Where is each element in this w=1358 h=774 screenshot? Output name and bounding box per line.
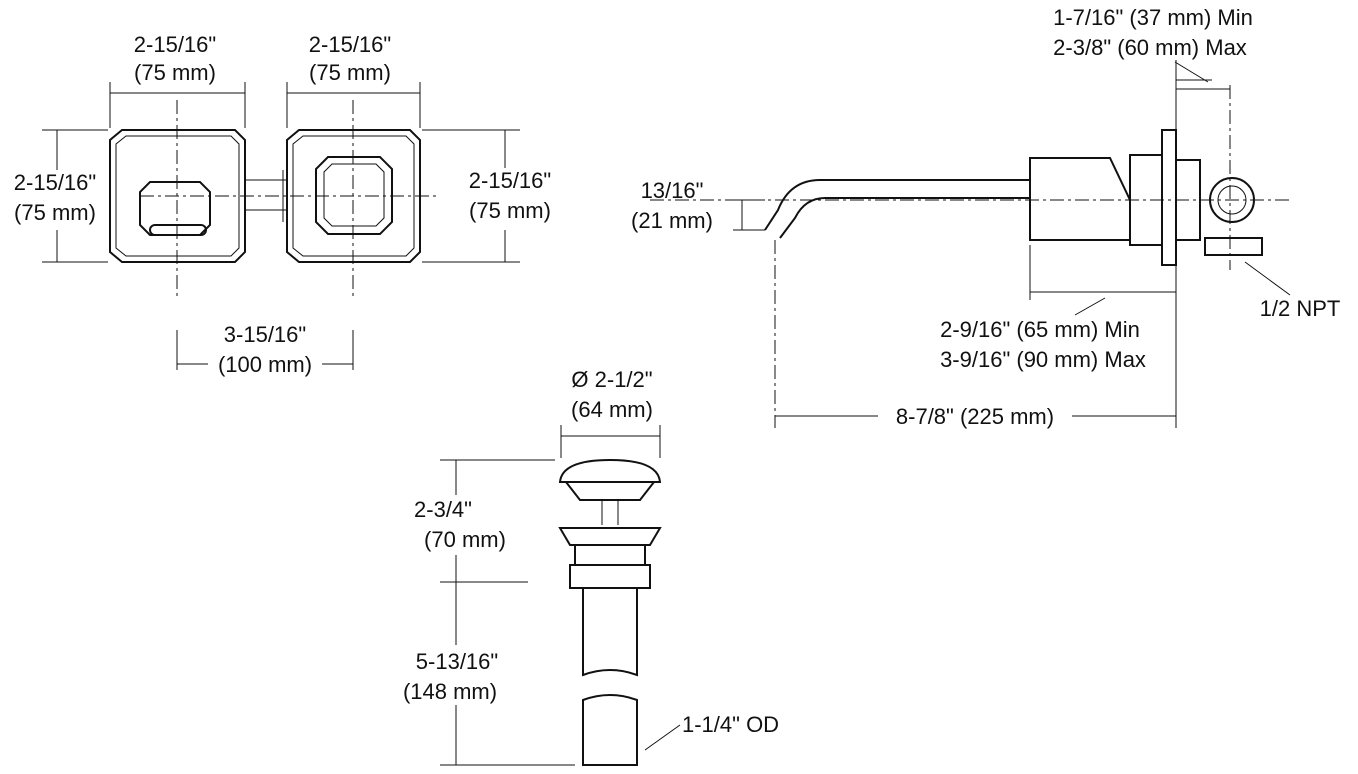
spout-side-view (764, 129, 1263, 266)
spout-reach-label: 8-7/8" (225 mm) (896, 404, 1054, 429)
connection-label: 1/2 NPT (1260, 296, 1341, 321)
handle-plate-height-metric: (75 mm) (14, 200, 96, 225)
spout-plate-width-label: 2-15/16" (309, 32, 391, 57)
center-spacing-label: 3-15/16" (224, 322, 306, 347)
drain-cap-height-label: 2-3/4" (414, 497, 472, 522)
handle-plate-width-label: 2-15/16" (134, 32, 216, 57)
body-depth-min: 2-9/16" (65 mm) Min (940, 317, 1140, 342)
drain-tail-length-metric: (148 mm) (403, 679, 497, 704)
spout-height-metric: (21 mm) (631, 208, 713, 233)
spout-plate (286, 129, 421, 263)
drain-cap-height-metric: (70 mm) (424, 527, 506, 552)
spout-height-label: 13/16" (641, 178, 704, 203)
wall-depth-min: 1-7/16" (37 mm) Min (1053, 5, 1253, 30)
body-depth-max: 3-9/16" (90 mm) Max (940, 347, 1146, 372)
handle-plate (109, 129, 246, 263)
center-spacing-metric: (100 mm) (218, 352, 312, 377)
drain-diameter-label: Ø 2-1/2" (571, 367, 652, 392)
spout-plate-width-metric: (75 mm) (309, 60, 391, 85)
drain-view (558, 458, 662, 766)
handle-plate-height-label: 2-15/16" (14, 170, 96, 195)
handle-plate-width-metric: (75 mm) (134, 60, 216, 85)
tailpiece-label: 1-1/4" OD (682, 712, 779, 737)
spout-plate-height-label: 2-15/16" (469, 168, 551, 193)
drain-tail-length-label: 5-13/16" (416, 649, 498, 674)
drain-diameter-metric: (64 mm) (571, 397, 653, 422)
wall-depth-max: 2-3/8" (60 mm) Max (1053, 35, 1247, 60)
spout-plate-height-metric: (75 mm) (469, 198, 551, 223)
